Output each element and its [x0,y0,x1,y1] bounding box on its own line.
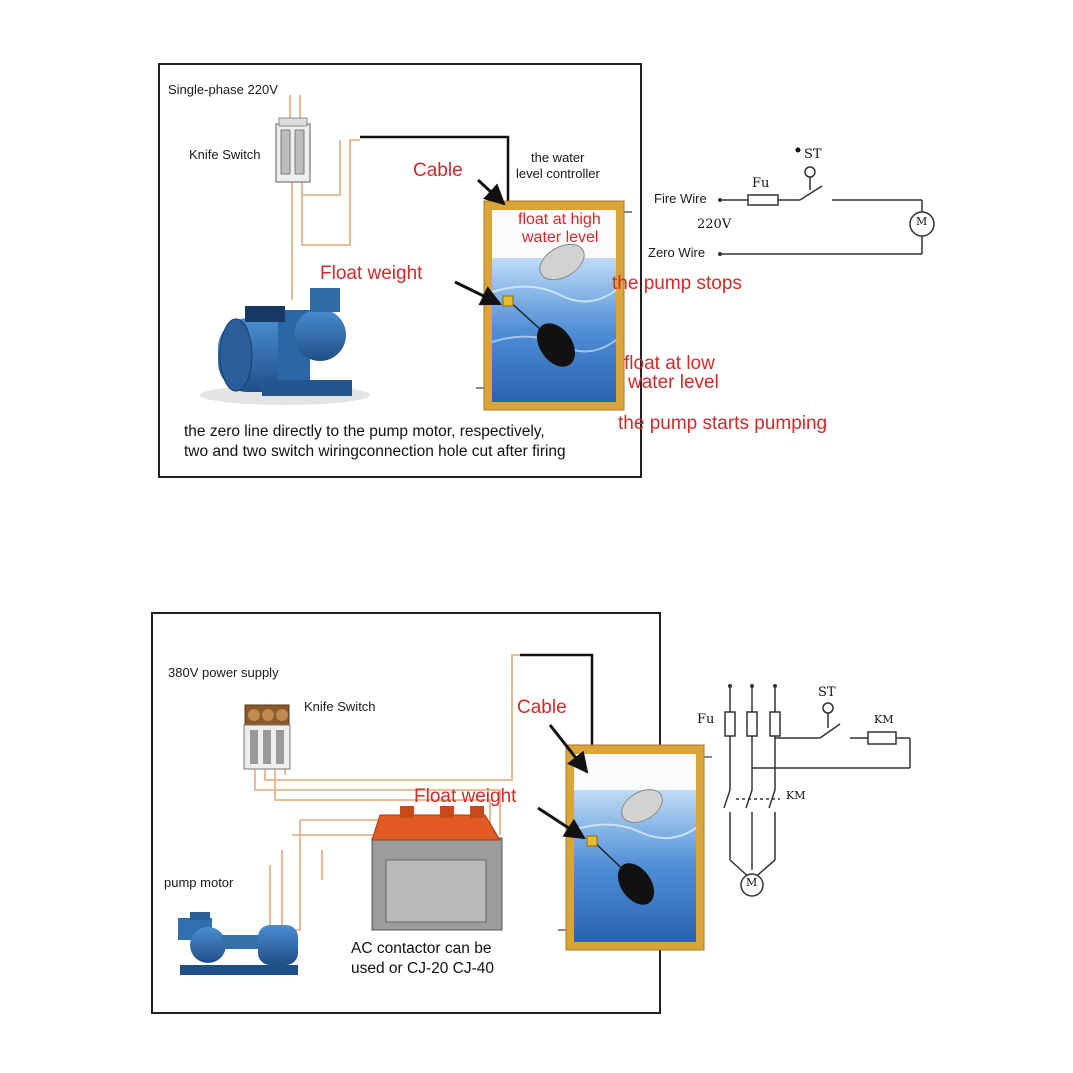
bottom-water-tank [558,744,712,951]
top-cable-label: Cable [413,160,463,181]
top-switch-label: ST [804,147,822,162]
bottom-km-coil-label: KM [874,713,894,726]
bottom-power-label: 380V power supply [168,665,279,680]
bottom-pump-motor-icon [178,912,298,975]
top-float-low-icon [536,323,576,367]
top-float-weight-icon [502,295,514,307]
bottom-pump-motor-label: pump motor [164,875,234,890]
top-caption-line-2: two and two switch wiringconnection hole… [184,443,566,460]
top-caption-line-1: the zero line directly to the pump motor… [184,423,545,440]
top-float-high-label-1: float at high [518,211,601,228]
bottom-cable-arrow [548,724,589,774]
top-voltage-label: 220V [697,217,732,232]
top-pump-starts-label: the pump starts pumping [618,413,828,434]
bottom-schematic [723,688,911,897]
top-knife-switch-icon [275,117,311,183]
bottom-float-weight-arrow [537,806,586,840]
bottom-km-contact-label: KM [786,789,806,802]
bottom-switch-label: ST [818,685,836,700]
top-float-low-label-1: float at low [624,353,715,374]
ac-contactor-icon [371,806,503,931]
top-panel-frame [158,63,642,478]
bottom-float-weight-icon [586,835,598,847]
bottom-motor-symbol-label: M [746,876,758,889]
top-controller-label-2: level controller [516,166,600,181]
top-float-high-label-2: water level [522,229,599,246]
bottom-contactor-label-1: AC contactor can be [351,940,492,957]
bottom-knife-switch-label: Knife Switch [304,699,376,714]
top-float-weight-arrow [454,280,502,306]
top-zero-wire-label: Zero Wire [648,245,706,260]
top-pump-icon [200,288,370,405]
top-pump-stops-label: the pump stops [612,273,742,294]
top-cable-arrow [476,178,506,206]
top-fuse-label: Fu [752,176,770,191]
bottom-float-high-icon [621,789,663,823]
bottom-cable-label: Cable [517,697,567,718]
bottom-contactor-label-2: used or CJ-20 CJ-40 [351,960,495,977]
top-float-weight-label: Float weight [320,263,423,284]
bottom-fuse-label: Fu [697,712,715,727]
top-power-label: Single-phase 220V [168,82,278,97]
top-knife-switch-label: Knife Switch [189,147,261,162]
top-schematic [720,166,935,255]
top-motor-symbol-label: M [916,215,928,228]
top-fire-wire-label: Fire Wire [654,191,707,206]
bottom-float-low-icon [617,863,655,905]
top-controller-label-1: the water [531,150,585,165]
top-float-low-label-2: water level [628,372,719,393]
top-float-high-icon [539,243,585,281]
bottom-float-weight-label: Float weight [414,786,517,807]
bottom-knife-switch-icon [243,704,291,770]
